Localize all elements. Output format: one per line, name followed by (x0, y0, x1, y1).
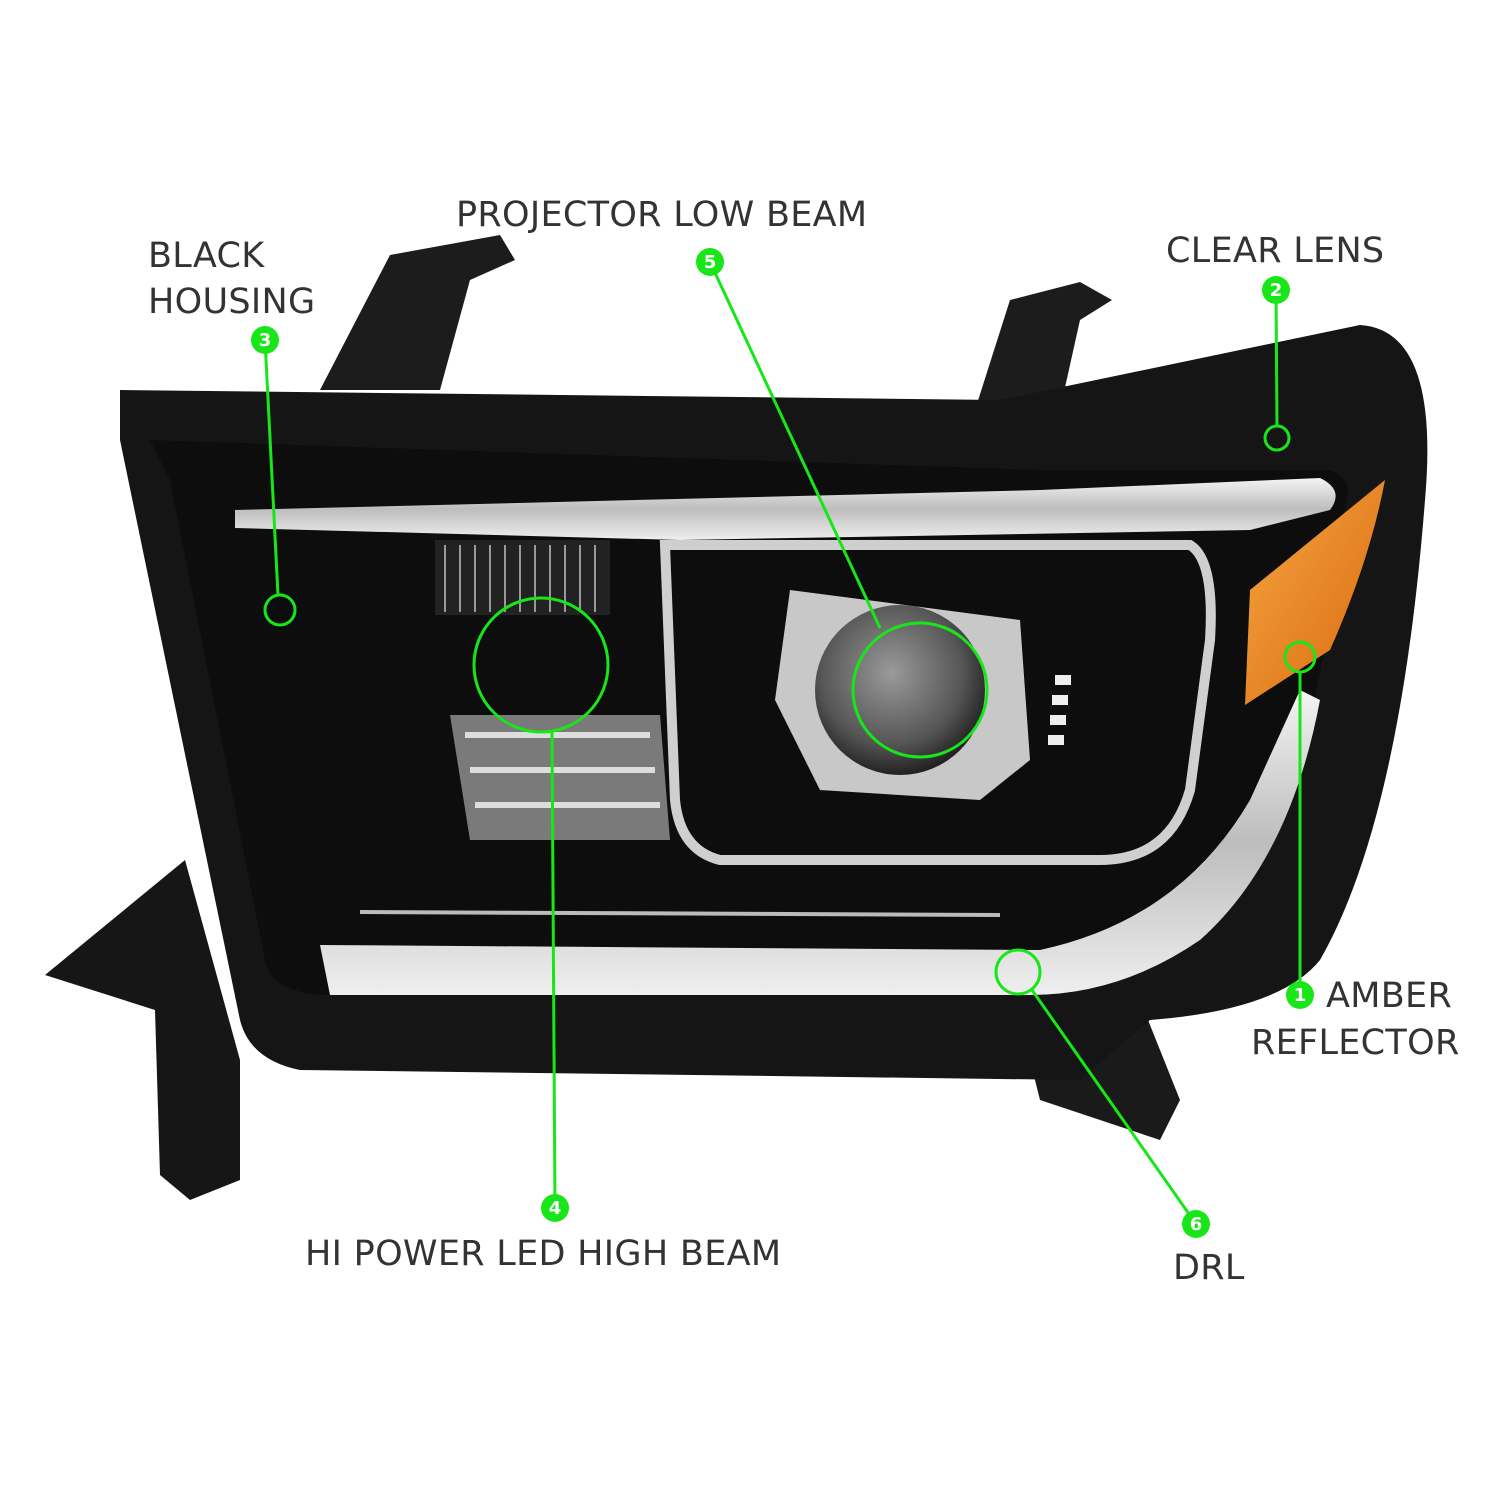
label-drl: DRL (1173, 1248, 1245, 1288)
marker-6: 6 (1182, 1210, 1210, 1238)
label-black-housing-line1: BLACK (148, 236, 265, 276)
svg-text:5: 5 (704, 252, 717, 273)
label-high-beam: HI POWER LED HIGH BEAM (305, 1234, 782, 1274)
drl-chrome-bar (320, 690, 1320, 995)
label-amber-reflector-line2: REFLECTOR (1251, 1023, 1460, 1063)
projector-bezel (659, 540, 1216, 865)
marker-3: 3 (251, 326, 279, 354)
marker-2: 2 (1262, 276, 1290, 304)
marker-1: 1 (1286, 981, 1314, 1009)
label-black-housing-line2: HOUSING (148, 282, 316, 322)
callout-markers: 1 2 3 4 5 6 (251, 248, 1314, 1238)
callout-lines (263, 261, 1317, 1225)
high-beam-module (435, 540, 670, 840)
label-projector-low-beam: PROJECTOR LOW BEAM (456, 195, 868, 235)
marker-4: 4 (541, 1194, 569, 1222)
top-chrome-bar (235, 478, 1336, 540)
marker-5: 5 (696, 248, 724, 276)
projector-lens (815, 605, 985, 775)
svg-text:2: 2 (1270, 280, 1283, 301)
svg-text:1: 1 (1294, 985, 1307, 1006)
label-clear-lens: CLEAR LENS (1166, 231, 1385, 271)
svg-text:6: 6 (1190, 1214, 1203, 1235)
svg-text:3: 3 (259, 330, 272, 351)
amber-reflector-shape (1245, 480, 1385, 705)
svg-text:4: 4 (549, 1198, 562, 1219)
label-amber-reflector-line1: AMBER (1326, 976, 1453, 1016)
